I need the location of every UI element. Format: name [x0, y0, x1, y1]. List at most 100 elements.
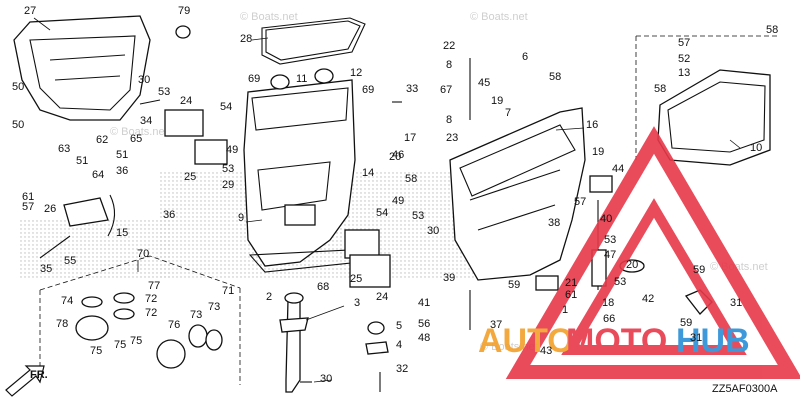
part-callout-58: 58: [549, 71, 561, 83]
part-callout-64: 64: [92, 169, 104, 181]
o-ring: [156, 339, 186, 369]
grommet: [205, 329, 223, 351]
part-callout-78: 78: [56, 318, 68, 330]
part-callout-39: 39: [443, 272, 455, 284]
part-callout-8: 8: [446, 59, 452, 71]
part-callout-50: 50: [12, 81, 24, 93]
o-ring: [75, 315, 109, 341]
part-callout-66: 66: [603, 313, 615, 325]
seal: [81, 296, 103, 308]
part-callout-69: 69: [248, 73, 260, 85]
part-callout-26: 26: [44, 203, 56, 215]
seal: [113, 308, 135, 320]
part-callout-23: 23: [446, 132, 458, 144]
part-callout-61: 61: [565, 289, 577, 301]
watermark: © Boats.net: [240, 11, 298, 23]
part-callout-20: 20: [626, 259, 638, 271]
seal: [113, 292, 135, 304]
part-callout-18: 18: [602, 297, 614, 309]
part-callout-9: 9: [238, 212, 244, 224]
part-callout-57: 57: [574, 196, 586, 208]
brand-logo: AUTO MOTO HUB: [478, 126, 800, 379]
part-callout-47: 47: [604, 249, 616, 261]
front-arrow-icon: [5, 365, 45, 397]
group-box-line: [39, 255, 241, 291]
part-callout-71: 71: [222, 285, 234, 297]
part-callout-57: 57: [22, 201, 34, 213]
part-callout-59: 59: [693, 264, 705, 276]
part-callout-68: 68: [317, 281, 329, 293]
part-callout-48: 48: [418, 332, 430, 344]
part-callout-20: 20: [389, 151, 401, 163]
water-tube: [285, 299, 301, 393]
bolt: [139, 99, 161, 105]
gear-case: [449, 107, 586, 281]
part-callout-53: 53: [614, 276, 626, 288]
part-callout-15: 15: [116, 227, 128, 239]
part-callout-51: 51: [76, 155, 88, 167]
shaded-area: [20, 220, 170, 280]
part-callout-52: 52: [678, 53, 690, 65]
part-callout-3: 3: [354, 297, 360, 309]
part-callout-30: 30: [138, 74, 150, 86]
part-callout-79: 79: [178, 5, 190, 17]
part-callout-65: 65: [130, 133, 142, 145]
part-callout-24: 24: [376, 291, 388, 303]
anode: [591, 249, 607, 287]
part-callout-46: 46: [392, 149, 404, 161]
part-callout-33: 33: [406, 83, 418, 95]
part-callout-57: 57: [678, 37, 690, 49]
brand-hub: HUB: [676, 322, 750, 360]
part-callout-53: 53: [412, 210, 424, 222]
leader-lines: [33, 17, 741, 383]
part-callout-19: 19: [491, 95, 503, 107]
part-callout-27: 27: [24, 5, 36, 17]
cover-plate: [284, 204, 316, 226]
part-callout-36: 36: [163, 209, 175, 221]
part-callout-58: 58: [766, 24, 778, 36]
anode: [535, 275, 559, 291]
triangle-logo-icon: [505, 126, 800, 379]
part-callout-14: 14: [362, 167, 374, 179]
part-callout-70: 70: [137, 248, 149, 260]
part-callout-28: 28: [240, 33, 252, 45]
part-callout-62: 62: [96, 134, 108, 146]
mount-lower: [344, 229, 380, 259]
part-callout-77: 77: [148, 280, 160, 292]
part-callout-5: 5: [396, 320, 402, 332]
part-callout-75: 75: [130, 335, 142, 347]
part-callout-24: 24: [180, 95, 192, 107]
part-callout-36: 36: [116, 165, 128, 177]
part-callout-51: 51: [116, 149, 128, 161]
part-callout-73: 73: [190, 309, 202, 321]
part-callout-13: 13: [678, 67, 690, 79]
part-callout-59: 59: [680, 317, 692, 329]
grommet: [367, 321, 385, 335]
part-callout-75: 75: [114, 339, 126, 351]
part-callout-67: 67: [440, 84, 452, 96]
watermark: © Boats.net: [470, 11, 528, 23]
anode: [589, 175, 613, 193]
grommet: [188, 324, 208, 348]
tube-seal: [284, 292, 304, 304]
part-callout-1: 1: [562, 304, 568, 316]
part-callout-69: 69: [362, 84, 374, 96]
part-callout-53: 53: [604, 234, 616, 246]
part-callout-59: 59: [508, 279, 520, 291]
brand-auto: AUTO: [478, 322, 574, 360]
direction-label: FR.: [30, 369, 48, 381]
part-callout-63: 63: [58, 143, 70, 155]
diagram-code: ZZ5AF0300A: [712, 383, 778, 395]
part-callout-76: 76: [168, 319, 180, 331]
extension-case: [243, 79, 356, 267]
part-callout-6: 6: [522, 51, 528, 63]
part-callout-11: 11: [296, 73, 307, 85]
part-callout-2: 2: [266, 291, 272, 303]
part-callout-45: 45: [478, 77, 490, 89]
part-callout-25: 25: [350, 273, 362, 285]
part-callout-30: 30: [427, 225, 439, 237]
part-callout-53: 53: [222, 163, 234, 175]
part-callout-49: 49: [392, 195, 404, 207]
oil-pan-inner: [29, 35, 136, 111]
